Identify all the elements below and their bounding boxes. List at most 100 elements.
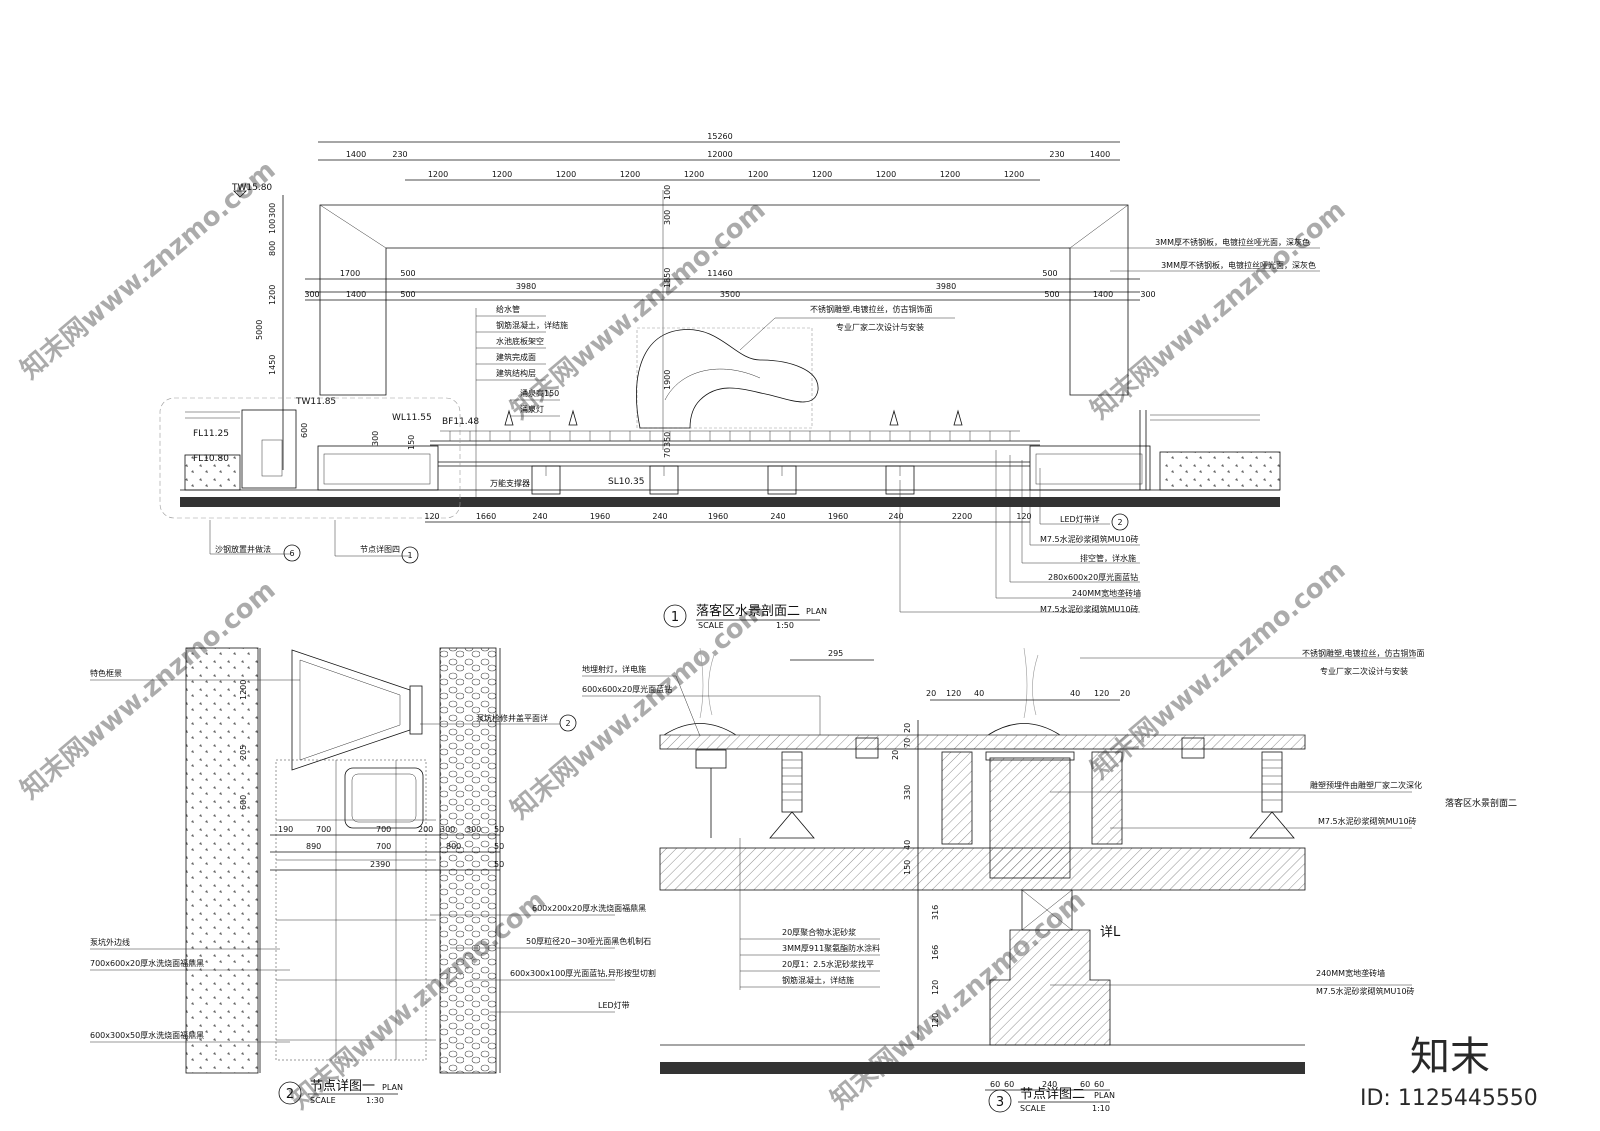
dim-text: 2390 [370,860,390,869]
note: 排空管，详水施 [1080,553,1136,563]
title-number: 2 [286,1087,294,1102]
title-bubble [663,604,687,628]
note: 泵坑外边线 [90,937,130,947]
dim-text: 240 [532,512,547,521]
dim-text: 600 [239,795,248,810]
watermark-text: 知末网www.znzmo.com [505,595,771,825]
dim-text: 40 [903,840,912,850]
note: 专业厂家二次设计与安装 [1320,666,1408,676]
dim-text: 700 [316,825,331,834]
callout-number: 2 [565,719,570,728]
note: 600x600x20厚光面蓝钻 [582,684,672,694]
note: 涌泉高150 [520,388,559,398]
scale-value: 1:50 [776,621,794,630]
dim-text: 11460 [707,269,732,278]
dim-text: 300 [1140,290,1155,299]
dim-text: 1200 [812,170,832,179]
dim-text: 240 [652,512,667,521]
dim-text: 1400 [346,290,366,299]
note: 600x300x100厚光面蓝钻,异形按型切割 [510,968,656,978]
note: 涌泉灯 [520,404,544,414]
dim-text: 1960 [828,512,848,521]
dim-text: 1200 [239,680,248,700]
note: 600x200x20厚水洗烧面福鼎黑 [532,903,646,913]
dim-text: 300 [268,203,277,218]
level-sl: SL10.35 [608,477,645,487]
dim-text: 5000 [255,320,264,340]
note: 泵坑检修井盖平面详 [476,713,548,723]
note: 240MM宽地垄砖墙 [1316,968,1385,978]
dim-row-1200: 1200 1200 1200 1200 1200 1200 1200 1200 … [428,170,1024,179]
dim-text: 1200 [492,170,512,179]
dim-text: 240 [770,512,785,521]
note: 50厚粒径20~30哑光面黑色机制石 [526,936,651,946]
note: 3MM厚911聚氨酯防水涂料 [782,943,880,953]
dim-text: 150 [903,860,912,875]
dim-text: 70 [663,448,672,458]
level-tw-top: TW15.80 [231,183,272,193]
callout-number: 2 [1117,518,1122,527]
dim-text: 1900 [663,370,672,390]
dim-text: 120 [1094,689,1109,698]
dim-text: 60 [1080,1080,1090,1089]
dim-text: 20 [926,689,936,698]
dim-text: 300 [371,431,380,446]
note: 地埋射灯，详电施 [582,664,646,674]
dim-text: 1200 [684,170,704,179]
dim-text: 150 [407,435,416,450]
note: 20厚聚合物水泥砂浆 [782,927,856,937]
dim-text: 3980 [516,282,536,291]
dim-text: 1960 [590,512,610,521]
plan-tag: PLAN [1094,1091,1115,1100]
note: 240MM宽地垄砖墙 [1072,588,1141,598]
dim-text: 1200 [620,170,640,179]
image-id: ID: 1125445550 [1360,1086,1538,1111]
dim-text: 1700 [340,269,360,278]
dim-text: 500 [1044,290,1059,299]
dim-text: 120 [931,980,940,995]
note: 不锈钢雕塑,电镀拉丝，仿古铜饰面 [810,304,933,314]
dim-text: 1200 [876,170,896,179]
note: 特色框景 [90,668,122,678]
scale-tag: SCALE [698,621,724,630]
note: 不锈钢雕塑,电镀拉丝，仿古铜饰面 [1302,648,1425,658]
dim-text: 12000 [707,150,732,159]
scale-value: 1:10 [1092,1104,1110,1113]
sculpture-shape [636,329,819,429]
title-bubble [988,1089,1012,1113]
dim-text: 240 [1042,1080,1057,1089]
dim-text: 3500 [720,290,740,299]
adjustable-pedestals [769,751,1295,839]
note: M7.5水泥砂浆砌筑MU10砖 [1040,604,1139,614]
dim-text: 500 [400,290,415,299]
dim-text: 300 [466,825,481,834]
fountain-jets [504,409,963,426]
note: M7.5水泥砂浆砌筑MU10砖 [1318,816,1417,826]
title-number: 3 [996,1095,1004,1110]
scale-value: 1:30 [366,1096,384,1105]
dim-text: 1200 [428,170,448,179]
dim-text: 350 [663,432,672,447]
title-number: 1 [671,610,679,625]
note: 20厚1：2.5水泥砂浆找平 [782,959,874,969]
dim-text: 240 [888,512,903,521]
section-title: 落客区水景剖面二 [696,603,800,619]
callout-bubble [1111,513,1129,531]
callout-bubble [559,714,577,732]
dim-text: 1200 [268,285,277,305]
pool-edge-posts [440,430,1020,441]
ground-band [180,497,1280,507]
dim-text: 20 [891,750,900,760]
dim-text: 700 [376,842,391,851]
level-tw: TW11.85 [295,397,336,407]
note: LED灯带 [598,1000,630,1010]
dim-text: 1450 [268,355,277,375]
dim-text: 330 [903,785,912,800]
dim-text: 1200 [748,170,768,179]
dim-text: 166 [931,945,940,960]
dim-text: 120 [424,512,439,521]
level-fl2: FL10.80 [193,454,229,464]
dim-text: 60 [1094,1080,1104,1089]
dim-text: 120 [1016,512,1031,521]
